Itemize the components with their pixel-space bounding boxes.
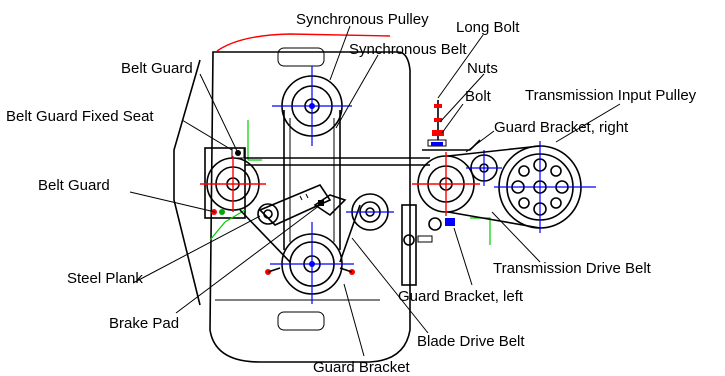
label-blade-drive-belt: Blade Drive Belt xyxy=(417,333,525,350)
guard-bracket-right-part xyxy=(422,139,481,151)
callout-labels: Synchronous Pulley Long Bolt Synchronous… xyxy=(6,11,697,376)
label-bolt: Bolt xyxy=(465,88,492,105)
transmission-input-pulley xyxy=(494,141,596,233)
label-long-bolt: Long Bolt xyxy=(456,19,520,36)
label-guard-bracket-right: Guard Bracket, right xyxy=(494,119,629,136)
housing xyxy=(173,33,411,363)
transmission-drive-belt xyxy=(447,145,541,229)
blade-drive-belt xyxy=(239,157,430,263)
belt-guard-fixed-seat xyxy=(204,120,262,219)
transmission-drive-pulley xyxy=(412,152,480,216)
blade-pulley xyxy=(270,222,354,304)
left-pulley xyxy=(200,156,266,215)
small-idler xyxy=(466,150,502,186)
label-belt-guard-fixed-seat: Belt Guard Fixed Seat xyxy=(6,108,154,125)
leader-lines xyxy=(129,25,621,357)
synchronous-belt xyxy=(283,110,341,250)
label-guard-bracket-left: Guard Bracket, left xyxy=(398,288,524,305)
label-belt-guard-left: Belt Guard xyxy=(38,177,110,194)
steel-plank xyxy=(257,184,332,226)
label-synchronous-pulley: Synchronous Pulley xyxy=(296,11,429,28)
label-transmission-input-pulley: Transmission Input Pulley xyxy=(525,87,697,104)
label-nuts: Nuts xyxy=(467,60,498,77)
long-bolt xyxy=(432,100,444,140)
label-guard-bracket: Guard Bracket xyxy=(313,359,411,376)
label-transmission-drive-belt: Transmission Drive Belt xyxy=(493,260,652,277)
label-steel-plank: Steel Plank xyxy=(67,270,143,287)
idler-pulley xyxy=(346,193,394,231)
label-belt-guard-top: Belt Guard xyxy=(121,60,193,77)
fasteners xyxy=(265,267,355,275)
label-synchronous-belt: Synchronous Belt xyxy=(349,41,467,58)
guard-bracket-left-part xyxy=(401,204,491,286)
synchronous-pulley xyxy=(272,66,352,146)
label-brake-pad: Brake Pad xyxy=(109,315,179,332)
brake-pad xyxy=(313,194,347,217)
